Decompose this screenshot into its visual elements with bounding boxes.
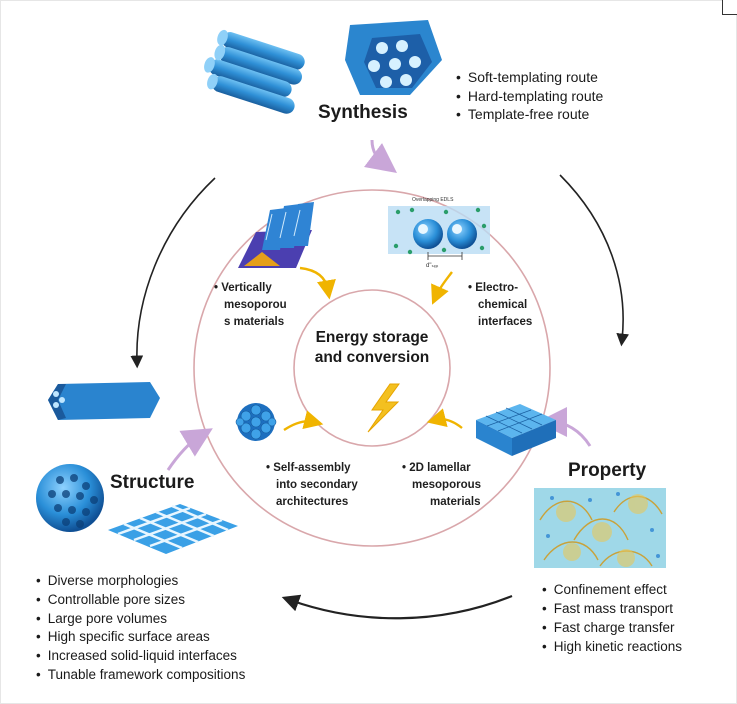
label-line: • Self-assembly xyxy=(266,462,351,474)
label-2d-lamellar: • 2D lamellar mesoporous materials xyxy=(402,460,481,511)
cycle-arrow-bottom xyxy=(281,594,513,620)
label-electrochemical: • Electro- chemical interfaces xyxy=(468,280,532,331)
list-item: Tunable framework compositions xyxy=(36,666,246,685)
self-assembly-cluster-icon xyxy=(235,403,277,441)
mesh-sheet-icon xyxy=(108,504,238,554)
center-title: Energy storage and conversion xyxy=(302,328,442,368)
inner-ring xyxy=(293,289,451,447)
list-item: Fast charge transfer xyxy=(542,618,682,637)
yellow-arrow-4 xyxy=(426,408,463,429)
label-line: • Vertically xyxy=(214,282,272,294)
label-self-assembly: • Self-assembly into secondary architect… xyxy=(266,460,358,511)
cycle-arrow-right xyxy=(559,174,630,347)
structure-list: Diverse morphologies Controllable pore s… xyxy=(36,572,246,685)
list-item: Soft-templating route xyxy=(456,68,603,87)
hex-tube-icon xyxy=(48,382,160,420)
label-line: mesoporous xyxy=(412,479,482,491)
label-line: into secondary xyxy=(276,479,358,491)
label-line: architectures xyxy=(276,496,349,508)
porous-sphere-icon xyxy=(36,464,104,532)
corner-mark xyxy=(722,0,737,15)
lamellar-block-icon xyxy=(476,404,556,456)
synthesis-list: Soft-templating route Hard-templating ro… xyxy=(456,68,603,124)
property-list: Confinement effect Fast mass transport F… xyxy=(542,580,682,656)
lightning-icon xyxy=(367,383,400,433)
overlap-label: Overlapping EDLS xyxy=(412,197,454,203)
list-item: Template-free route xyxy=(456,105,603,124)
label-line: chemical xyxy=(478,299,528,311)
cycle-arrow-left xyxy=(130,177,216,369)
pink-arrow-left xyxy=(166,428,213,471)
list-item: Large pore volumes xyxy=(36,610,245,629)
label-line: mesoporou xyxy=(224,299,287,311)
pink-arrow-top xyxy=(363,139,397,174)
center-title-line1: Energy storage xyxy=(315,329,429,346)
electrochemical-interface-icon xyxy=(388,206,490,260)
yellow-arrow-2 xyxy=(431,271,453,305)
rod-bundle-icon xyxy=(204,29,305,114)
label-line: • Electro- xyxy=(468,282,519,294)
list-item: High kinetic reactions xyxy=(542,637,682,656)
list-item: Confinement effect xyxy=(542,580,682,599)
distance-label: d"ₛₑₚ xyxy=(426,263,439,269)
list-item: Diverse morphologies xyxy=(36,572,245,591)
hex-prism-icon xyxy=(345,20,442,95)
pink-arrow-right xyxy=(537,407,592,447)
list-item: Controllable pore sizes xyxy=(36,591,245,610)
property-texture-icon xyxy=(534,488,666,568)
list-item: Fast mass transport xyxy=(542,599,682,618)
synthesis-title: Synthesis xyxy=(318,102,408,123)
property-title: Property xyxy=(568,460,647,481)
label-line: s materials xyxy=(224,316,285,328)
yellow-arrow-3 xyxy=(283,410,324,431)
label-line: interfaces xyxy=(478,316,533,328)
list-item: Increased solid-liquid interfaces xyxy=(36,647,245,666)
list-item: High specific surface areas xyxy=(36,628,245,647)
yellow-arrow-1 xyxy=(299,266,336,300)
label-line: materials xyxy=(430,496,481,508)
label-vertical-mesoporous: • Vertically mesoporou s materials xyxy=(214,280,287,331)
label-line: • 2D lamellar xyxy=(402,462,471,474)
structure-title: Structure xyxy=(110,472,195,493)
vertical-mesoporous-icon xyxy=(238,202,314,268)
center-title-line2: and conversion xyxy=(314,349,430,366)
list-item: Hard-templating route xyxy=(456,87,603,106)
